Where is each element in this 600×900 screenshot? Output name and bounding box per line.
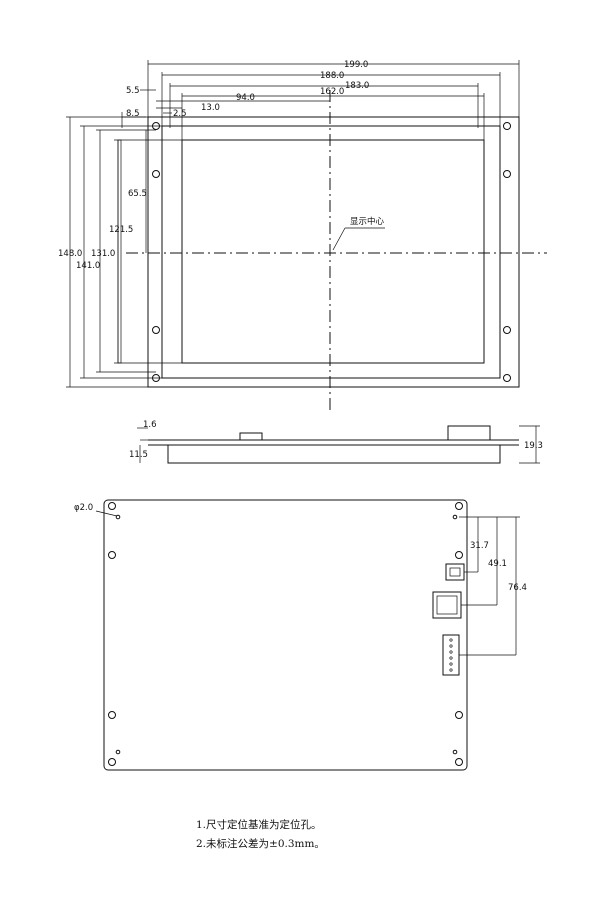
horizontal-dimensions: 199.0 188.0 183.0 162.0 94.0 13.0 5.5 2.… (121, 60, 520, 140)
active-area (181, 139, 485, 364)
back-hole-r1 (455, 551, 463, 559)
mount-hole-bottom-right (503, 374, 511, 382)
side-connector-left (239, 432, 263, 441)
notes-block: 1.尺寸定位基准为定位孔。 2.未标注公差为±0.3mm。 (196, 816, 325, 854)
back-hole-tl (108, 502, 116, 510)
dim-121-5: 121.5 (109, 225, 133, 235)
dim-183: 183.0 (345, 81, 369, 91)
side-connector-right (447, 425, 491, 441)
back-view: φ2.0 31.7 49.1 76.4 (74, 499, 527, 771)
mount-hole-top-right (503, 122, 511, 130)
dim-65-5: 65.5 (128, 189, 147, 199)
back-hole-l2 (108, 711, 116, 719)
outer-frame (147, 116, 520, 388)
dim-162: 162.0 (320, 87, 344, 97)
dim-148: 148.0 (58, 249, 82, 259)
dim-19-3: 19.3 (524, 441, 543, 451)
back-hole-l1 (108, 551, 116, 559)
dim-2-5: 2.5 (173, 109, 187, 119)
mount-hole-mid-right (503, 170, 511, 178)
dim-5-5: 5.5 (126, 86, 140, 96)
locating-hole-bl (115, 749, 121, 755)
dim-1-6: 1.6 (143, 420, 157, 430)
note-1: 1.尺寸定位基准为定位孔。 (196, 819, 322, 831)
mount-hole-mid-left (152, 170, 160, 178)
mount-hole-mid-left-2 (152, 326, 160, 334)
dim-31-7: 31.7 (470, 541, 489, 551)
back-hole-r2 (455, 711, 463, 719)
dim-94: 94.0 (236, 93, 255, 103)
center-leader-line (332, 227, 346, 251)
locating-hole-tr (452, 514, 458, 520)
dim-13: 13.0 (201, 103, 220, 113)
top-view: 199.0 188.0 183.0 162.0 94.0 13.0 5.5 2.… (58, 60, 547, 410)
mount-hole-mid-right-2 (503, 326, 511, 334)
back-hole-br (455, 758, 463, 766)
display-center-label: 显示中心 (350, 216, 385, 227)
dim-11-5: 11.5 (129, 450, 148, 460)
dim-188: 188.0 (320, 71, 344, 81)
locating-hole-tl (115, 514, 121, 520)
bezel-frame (161, 125, 501, 379)
note-2: 2.未标注公差为±0.3mm。 (196, 838, 325, 850)
vertical-dimensions: 148.0 141.0 131.0 121.5 65.5 (58, 116, 182, 388)
back-hole-tr (455, 502, 463, 510)
side-body (167, 444, 501, 464)
side-view: 1.6 11.5 19.3 (129, 420, 543, 464)
pin-header-pins (449, 638, 453, 672)
back-hole-bl (108, 758, 116, 766)
dim-phi-2: φ2.0 (74, 503, 93, 513)
dim-131: 131.0 (91, 249, 115, 259)
usb-connector (445, 563, 465, 581)
dim-141: 141.0 (76, 261, 100, 271)
locating-hole-br (452, 749, 458, 755)
back-plate (103, 499, 468, 771)
dim-8-5: 8.5 (126, 109, 140, 119)
dim-199: 199.0 (344, 60, 368, 70)
inner-outline (117, 139, 122, 364)
dim-49-1: 49.1 (488, 559, 507, 569)
dim-76-4: 76.4 (508, 583, 527, 593)
